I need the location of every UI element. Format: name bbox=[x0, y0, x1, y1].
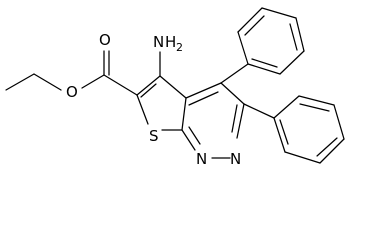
ethyl-group bbox=[5, 73, 62, 91]
bond-ph1-inner-3 bbox=[251, 58, 278, 68]
bond-ph2-a bbox=[273, 95, 300, 119]
bond-ph1-a bbox=[237, 31, 249, 65]
bond-c4-phenyl bbox=[220, 63, 249, 84]
bond-ph2-c bbox=[333, 104, 345, 140]
bond-ph1-inner-1 bbox=[244, 15, 265, 36]
bond-ph2-b bbox=[298, 95, 335, 106]
bond-ph2-f bbox=[273, 117, 286, 153]
structure-canvas: O O S N H 2 N N bbox=[5, 7, 345, 168]
bond-ph1-e bbox=[279, 50, 305, 75]
bond-ph1-c bbox=[261, 7, 297, 19]
atom-label-ether-oxygen: O bbox=[66, 83, 78, 101]
bond-c4-c3 bbox=[220, 82, 245, 105]
chemical-structure-diagram: O O S N H 2 N N bbox=[5, 7, 345, 168]
bond-c3-phenyl bbox=[243, 103, 275, 119]
bond-c5-c6-inner bbox=[140, 83, 157, 98]
bond-c7a-n1-inner bbox=[188, 126, 201, 145]
thiophene-ring bbox=[136, 75, 187, 131]
bond-ph2-inner-2 bbox=[316, 137, 338, 157]
atom-label-pyridazine-n1: N bbox=[196, 150, 207, 168]
bond-ph2-e bbox=[284, 151, 321, 164]
bond-ph2-inner-1 bbox=[299, 103, 330, 112]
bond-c3-n2 bbox=[236, 103, 245, 139]
bond-c6-s bbox=[136, 94, 149, 125]
atom-label-pyridazine-n2: N bbox=[230, 150, 241, 168]
bond-ph2-inner-3 bbox=[279, 119, 289, 145]
phenyl-ring-lower bbox=[243, 95, 345, 164]
bond-o-carbonyl bbox=[81, 74, 105, 89]
bond-c3a-c4 bbox=[185, 82, 222, 99]
pyridazine-ring bbox=[181, 82, 245, 159]
bond-carbonyl-c6 bbox=[103, 74, 138, 96]
bond-ph2-d bbox=[319, 138, 345, 164]
ester-group bbox=[81, 50, 138, 96]
phenyl-ring-upper bbox=[220, 7, 305, 84]
amino-hydrogen-count: 2 bbox=[176, 41, 183, 54]
bond-ph1-f bbox=[247, 63, 281, 75]
bond-c7a-c3a bbox=[181, 97, 187, 131]
bond-c3-n2-inner bbox=[231, 104, 238, 133]
bond-c7a-n1 bbox=[181, 129, 196, 151]
atom-label-amino: N H 2 bbox=[153, 33, 183, 54]
atom-label-carbonyl-oxygen: O bbox=[99, 31, 111, 49]
bond-ch2-o bbox=[33, 73, 62, 91]
bond-c3a-c5 bbox=[159, 75, 187, 99]
bond-c5-c6 bbox=[136, 75, 161, 96]
bond-c3a-c4-inner bbox=[188, 91, 219, 106]
bond-ch3-ch2 bbox=[5, 73, 35, 91]
atom-label-sulfur: S bbox=[149, 127, 159, 145]
amino-nitrogen: N bbox=[153, 33, 164, 51]
bond-ph1-inner-2 bbox=[289, 23, 298, 51]
bond-ph1-b bbox=[237, 7, 263, 33]
bond-ph1-d bbox=[295, 17, 305, 52]
amino-hydrogen: H bbox=[165, 33, 176, 51]
